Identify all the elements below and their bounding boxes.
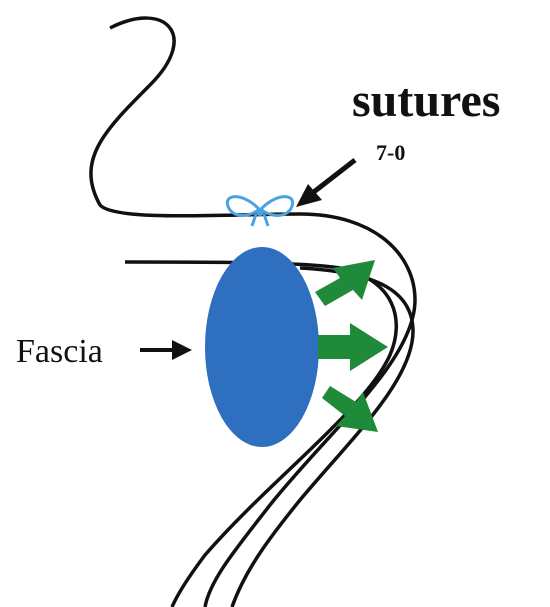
fascia-pointer-arrow: [140, 340, 192, 360]
suture-knot: [227, 197, 292, 226]
sutures-label: sutures: [352, 74, 500, 127]
suture-pointer-arrow: [296, 160, 355, 207]
green-arrow-middle: [318, 323, 388, 371]
fascia-ellipse: [205, 247, 319, 447]
suture-size-label: 7-0: [376, 140, 405, 165]
fascia-label: Fascia: [16, 333, 103, 370]
